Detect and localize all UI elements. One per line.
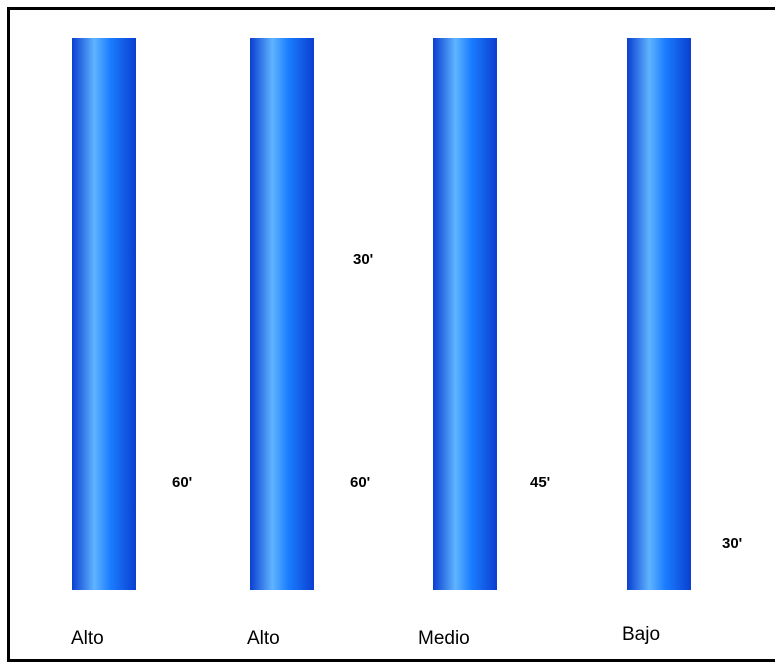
spacing-label: 60' xyxy=(172,474,192,491)
spacing-label: 60' xyxy=(350,474,370,491)
spacing-label: 45' xyxy=(530,474,550,491)
spacing-label: 30' xyxy=(353,251,373,268)
drill-pipe-3 xyxy=(433,38,497,590)
drill-pipe-4 xyxy=(627,38,691,590)
drill-pipe-1 xyxy=(72,38,136,590)
assembly-label: Alto xyxy=(247,628,280,649)
drill-pipe-2 xyxy=(250,38,314,590)
assembly-label: Medio xyxy=(418,628,470,649)
assembly-label: Alto xyxy=(71,628,104,649)
spacing-label: 30' xyxy=(722,535,742,552)
assembly-label: Bajo xyxy=(622,624,660,645)
